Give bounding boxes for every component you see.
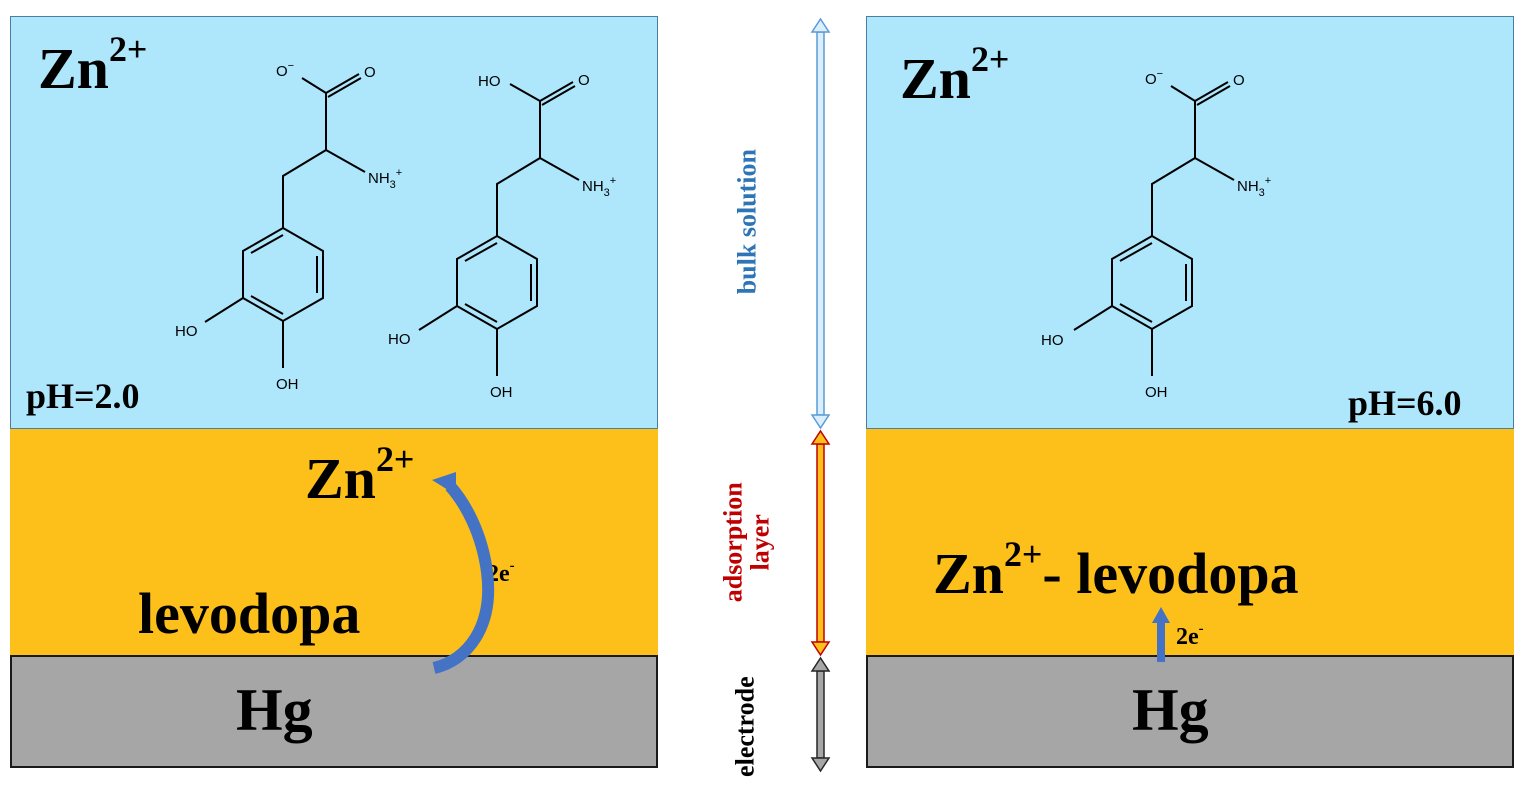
right-electrode-region bbox=[866, 655, 1514, 768]
acid-carbonyl-label: O bbox=[578, 72, 590, 89]
hydroxyl-left-label: HO bbox=[1041, 332, 1064, 349]
left-hg-electrode-label: Hg bbox=[236, 677, 313, 743]
right-hg-electrode-label: Hg bbox=[1132, 677, 1209, 743]
carbonyl-oxygen-label: O bbox=[364, 64, 376, 81]
left-adsorption-layer-region bbox=[10, 429, 658, 656]
bulk-solution-scale-arrow bbox=[810, 17, 831, 430]
left-adsorbed-zn-ion-label: Zn2+ bbox=[305, 439, 415, 511]
left-bulk-zn-ion-label: Zn2+ bbox=[38, 29, 148, 101]
hydroxyl-left-label: HO bbox=[175, 323, 198, 340]
hydroxyl-bottom-label: OH bbox=[1145, 384, 1168, 401]
left-electrode-region bbox=[10, 655, 658, 768]
hydroxyl-bottom-label: OH bbox=[490, 384, 513, 401]
hydroxyl-left-label: HO bbox=[388, 331, 411, 348]
right-electron-label: 2e- bbox=[1176, 620, 1204, 650]
left-electron-transfer-arrow bbox=[432, 472, 495, 674]
right-adsorption-layer-region bbox=[866, 429, 1514, 656]
carbonyl-oxygen-label: O bbox=[1233, 72, 1245, 89]
amine-label: NH3+ bbox=[582, 175, 616, 199]
adsorption-layer-scale-arrow bbox=[810, 429, 831, 657]
left-levodopa-protonated-structure: HO O NH3+ HO OH bbox=[388, 72, 616, 401]
electrode-scale-arrow bbox=[810, 656, 831, 773]
right-levodopa-zwitterion-structure: O− O NH3+ HO OH bbox=[1041, 68, 1271, 401]
carboxylate-oxygen-label: O− bbox=[276, 60, 294, 80]
left-levodopa-zwitterion-structure: O− O NH3+ HO OH bbox=[175, 60, 402, 393]
right-ph-label: pH=6.0 bbox=[1348, 383, 1462, 423]
left-bulk-solution-region bbox=[10, 16, 658, 429]
right-bulk-solution-region bbox=[866, 16, 1514, 429]
right-complex-label: Zn2+- levodopa bbox=[933, 534, 1299, 606]
hydroxyl-bottom-label: OH bbox=[276, 376, 299, 393]
acid-hydroxyl-label: HO bbox=[478, 73, 501, 90]
left-ph-label: pH=2.0 bbox=[26, 376, 140, 416]
amine-label: NH3+ bbox=[368, 167, 402, 191]
carboxylate-oxygen-label: O− bbox=[1145, 68, 1163, 88]
right-bulk-zn-ion-label: Zn2+ bbox=[900, 39, 1010, 111]
left-levodopa-label: levodopa bbox=[138, 581, 361, 646]
amine-label: NH3+ bbox=[1237, 175, 1271, 199]
right-electron-transfer-arrow bbox=[1152, 607, 1170, 662]
